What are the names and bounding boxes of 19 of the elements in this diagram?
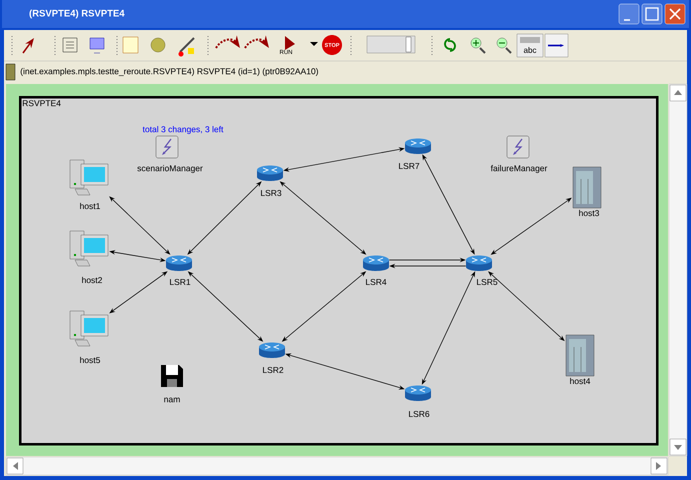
node-label: LSR1: [170, 279, 190, 285]
node-label: host2: [82, 276, 102, 284]
node-label: host4: [570, 378, 590, 384]
node-label: LSR4: [366, 279, 386, 285]
node-label: host3: [579, 210, 600, 216]
node-label: LSR5: [477, 279, 498, 285]
node-label: LSR3: [261, 190, 282, 196]
node-label: failureManager: [490, 165, 548, 173]
node-label: host1: [80, 202, 100, 210]
node-label: nam: [164, 398, 180, 402]
window-title: (RSVPTE4) RSVPTE4: [30, 10, 125, 18]
labels-toggle: abc: [516, 34, 544, 58]
node-label: LSR6: [409, 411, 430, 417]
node-label: LSR7: [399, 163, 420, 169]
node-label: host5: [80, 356, 100, 364]
info-text: (inet.examples.mpls.testte_reroute.RSVPTE4) RSVPTE4 (id=1) (ptr0B92AA10): [20, 68, 318, 76]
status-text: total 3 changes, 3 left: [142, 126, 224, 134]
node-label: LSR2: [263, 367, 284, 373]
node-label: scenarioManager: [137, 165, 203, 173]
